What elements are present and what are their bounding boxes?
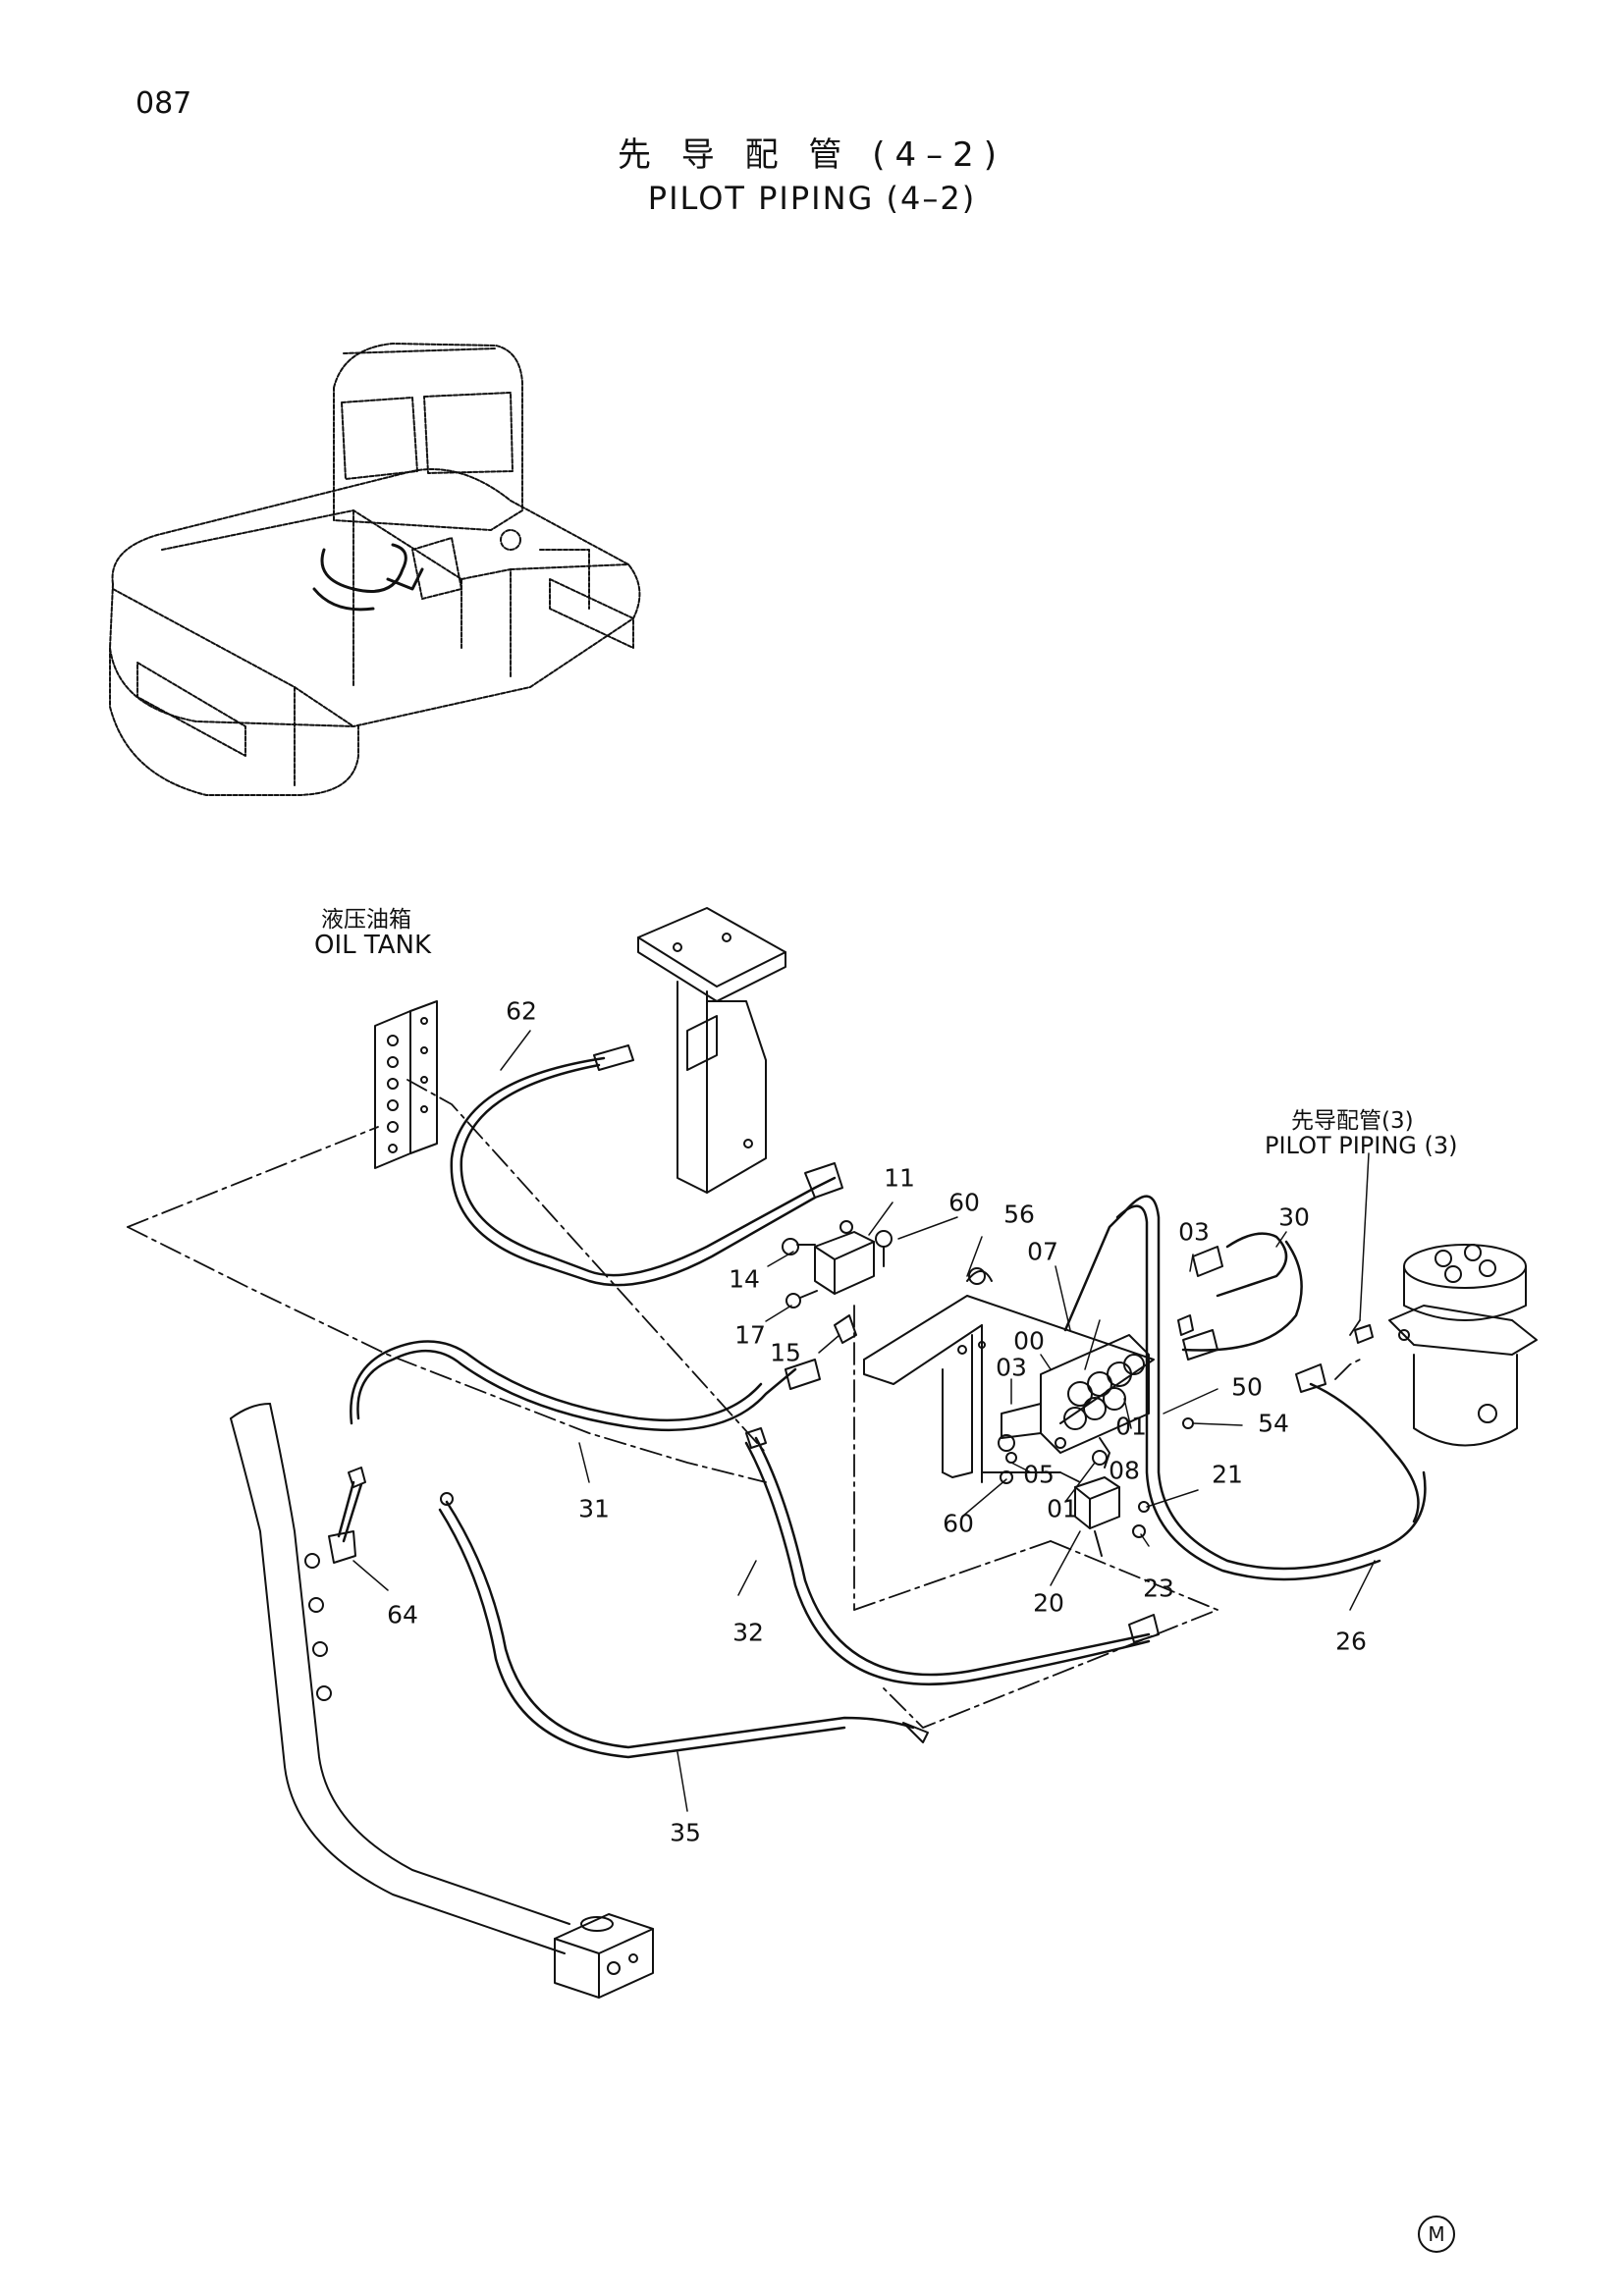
callout-32: 32 [732, 1618, 764, 1647]
callout-03: 03 [1178, 1217, 1210, 1247]
manufacturer-mark-icon: M [1418, 2216, 1455, 2253]
excavator-overview-illustration [109, 343, 641, 796]
callout-56: 56 [1003, 1200, 1035, 1229]
oil-tank-label-chinese: 液压油箱 [321, 907, 411, 933]
pilot-hoses [337, 1056, 1427, 1759]
relief-block [1074, 1476, 1120, 1557]
oil-tank-label: OIL TANK [314, 931, 432, 960]
pilot-piping-3-label-chinese: 先导配管(3) [1291, 1108, 1414, 1134]
pilot-piping-3-label: PILOT PIPING (3) [1265, 1132, 1458, 1159]
callout-00: 00 [1013, 1326, 1045, 1356]
callout-26: 26 [1335, 1627, 1367, 1656]
hydraulic-junction-block [554, 1913, 654, 1999]
oil-tank-port-plate [374, 1000, 438, 1169]
callout-30: 30 [1278, 1202, 1310, 1232]
callout-15: 15 [770, 1338, 801, 1367]
callout-07: 07 [1027, 1237, 1058, 1266]
callout-01: 01 [1115, 1412, 1147, 1441]
fittings [328, 1044, 1374, 1743]
callout-54: 54 [1258, 1409, 1289, 1438]
callout-60: 60 [948, 1188, 980, 1217]
callout-31: 31 [578, 1494, 610, 1523]
page-title-chinese: 先 导 配 管 (4–2) [617, 135, 1007, 175]
overview-hose-detail [312, 543, 424, 612]
callout-11: 11 [884, 1163, 915, 1193]
callout-leaders [352, 1030, 1376, 1812]
callout-20: 20 [1033, 1588, 1064, 1618]
mounting-bracket-top [637, 907, 786, 1194]
callout-17: 17 [734, 1320, 766, 1350]
swing-motor [1388, 1244, 1538, 1447]
pilot-valve-block [1001, 1334, 1150, 1468]
callout-60-lower: 60 [943, 1509, 974, 1538]
callout-21: 21 [1212, 1460, 1243, 1489]
callout-01-lower: 01 [1047, 1494, 1078, 1523]
callout-14: 14 [729, 1264, 760, 1294]
callout-23: 23 [1143, 1574, 1174, 1603]
callout-64: 64 [387, 1600, 418, 1629]
large-suction-hose [230, 1403, 570, 1954]
callout-05: 05 [1023, 1460, 1055, 1489]
page-number: 087 [135, 86, 192, 121]
reference-phantom-lines [127, 1079, 1361, 1729]
callout-08: 08 [1109, 1456, 1140, 1485]
callout-50: 50 [1231, 1372, 1263, 1402]
check-valve-block [814, 1220, 875, 1295]
callout-03-lower: 03 [996, 1353, 1027, 1382]
callout-35: 35 [670, 1818, 701, 1847]
callout-62: 62 [506, 996, 537, 1026]
page-title: PILOT PIPING (4–2) [647, 180, 977, 217]
